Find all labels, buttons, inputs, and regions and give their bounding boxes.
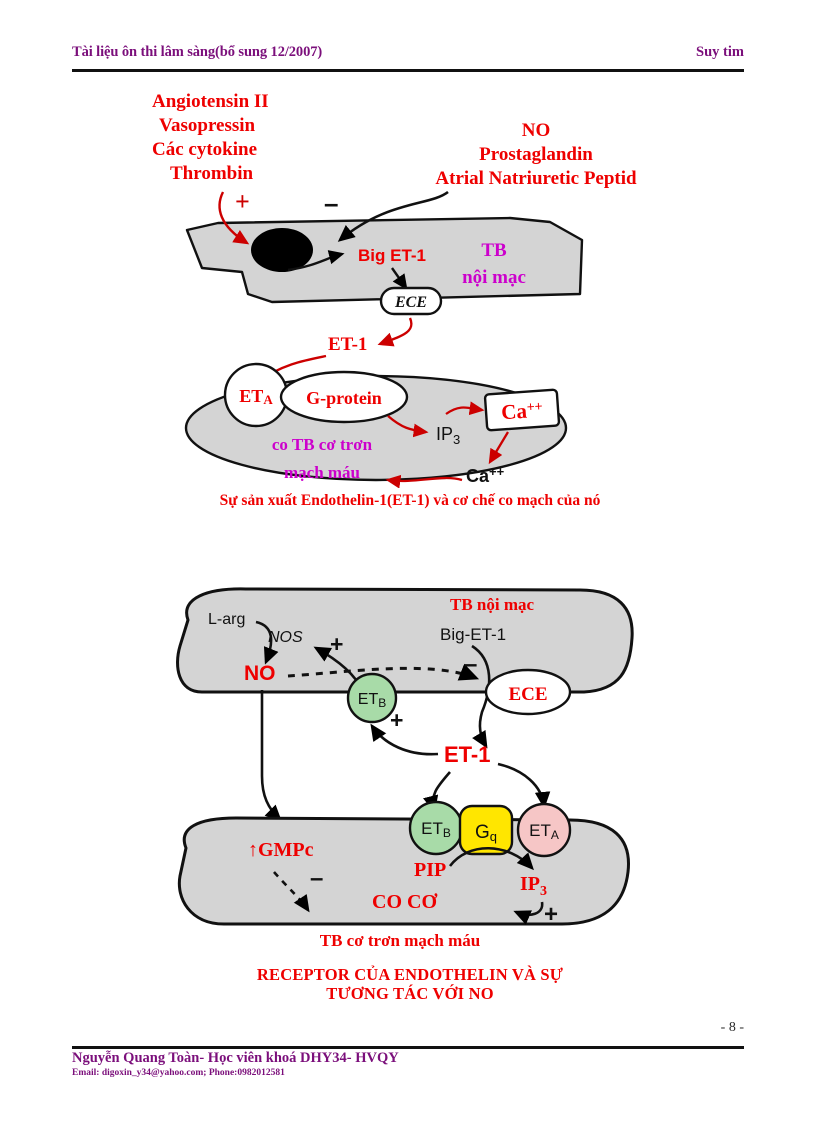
nos-label: NOS bbox=[268, 629, 303, 646]
big-et1-label-2: Big-ET-1 bbox=[440, 625, 506, 644]
bigET1-to-ece-arrow bbox=[391, 267, 408, 291]
footer-divider bbox=[72, 1046, 744, 1049]
minus-gmpc-sign: – bbox=[310, 865, 323, 892]
cytosolic-calcium-label: Ca++ bbox=[466, 464, 505, 486]
footer-author: Nguyễn Quang Toàn- Học viên khoá DHY34- … bbox=[72, 1050, 399, 1066]
endothelial-cell-label-2: TB nội mạc bbox=[450, 595, 535, 614]
inhibitor-no: NO bbox=[522, 120, 551, 141]
figure-endothelin-receptors: TB nội mạc L-arg NOS NO + – Big-ET-1 ECE bbox=[150, 580, 670, 1005]
stimulator-cytokines: Các cytokine bbox=[152, 139, 257, 160]
endothelial-cell-label: TB nội mạc bbox=[462, 240, 526, 288]
contraction-line2: mạch máu bbox=[284, 463, 360, 482]
g-protein-shape bbox=[279, 370, 409, 424]
header-title-left: Tài liệu ôn thi lâm sàng(bổ sung 12/2007… bbox=[72, 44, 323, 60]
smooth-muscle-contraction-label: co TB cơ trơn mạch máu bbox=[272, 435, 373, 482]
big-et1-label: Big ET-1 bbox=[358, 246, 426, 265]
ip3-label-figure2: IP3 bbox=[520, 873, 547, 899]
ca-store-to-cytosol-arrow bbox=[488, 431, 509, 465]
ece-enzyme-figure2: ECE bbox=[484, 668, 572, 716]
l-arg-label: L-arg bbox=[208, 611, 245, 628]
stimulator-angiotensin: Angiotensin II bbox=[152, 91, 269, 112]
header-title-right: Suy tim bbox=[696, 44, 744, 60]
page-number: - 8 - bbox=[720, 1020, 744, 1035]
calcium-store-box: Ca++ bbox=[483, 388, 561, 432]
inhibitory-arrow bbox=[337, 190, 449, 242]
endothelial-label-line2: nội mạc bbox=[462, 267, 526, 288]
ece-label-figure2: ECE bbox=[508, 684, 547, 705]
eta-receptor-label-2: ETA bbox=[529, 821, 559, 842]
header-divider bbox=[72, 69, 744, 72]
figure1-plus-sign: + bbox=[235, 187, 250, 216]
nucleus-to-bigET1-arrow bbox=[287, 250, 345, 272]
gprotein-to-ip3-arrow bbox=[387, 415, 429, 438]
no-inhibits-ece-dashed-line bbox=[287, 663, 480, 681]
figure1-minus-sign: – bbox=[324, 188, 338, 218]
contraction-line1: co TB cơ trơn bbox=[272, 435, 373, 454]
ip3-to-ca-arrow bbox=[445, 401, 485, 416]
ece-to-et1-arrow bbox=[377, 317, 413, 347]
et1-to-eta-arrow-2 bbox=[497, 762, 551, 809]
plus-ip3-sign: + bbox=[544, 901, 558, 928]
figure1-stimulator-list: Angiotensin II Vasopressin Các cytokine … bbox=[152, 91, 269, 184]
figure1-inhibitor-list: NO Prostaglandin Atrial Natriuretic Pept… bbox=[435, 120, 637, 189]
stimulator-thrombin: Thrombin bbox=[170, 163, 254, 184]
minus-ece-sign: – bbox=[464, 651, 477, 678]
plus-etb-sign: + bbox=[390, 707, 403, 733]
gq-protein: Gq bbox=[458, 804, 514, 856]
etb-receptor-upper-label: ETB bbox=[358, 691, 386, 710]
gmpc-inhibits-contraction-arrow bbox=[273, 871, 310, 913]
calcium-to-contraction-arrow bbox=[385, 474, 463, 488]
smooth-muscle-cell-label-2: TB cơ trơn mạch máu bbox=[320, 931, 481, 950]
etb-receptor-lower-label: ETB bbox=[421, 819, 451, 840]
et1-label-figure2: ET-1 bbox=[444, 742, 490, 767]
no-to-gmpc-arrow bbox=[260, 690, 283, 823]
gmpc-label: ↑GMPc bbox=[248, 839, 314, 861]
figure2-caption-line1: RECEPTOR CỦA ENDOTHELIN VÀ SỰ bbox=[256, 965, 564, 984]
et1-to-etb-upper-arrow bbox=[370, 723, 439, 756]
bigET1-to-et1-arrow bbox=[471, 644, 491, 749]
eta-receptor-label: ETA bbox=[239, 386, 273, 407]
ip3-stimulates-contraction-arrow bbox=[513, 901, 544, 925]
stimulator-vasopressin: Vasopressin bbox=[159, 115, 256, 136]
cell-nucleus bbox=[251, 228, 313, 272]
figure2-caption: RECEPTOR CỦA ENDOTHELIN VÀ SỰ TƯƠNG TÁC … bbox=[150, 965, 670, 1004]
no-label: NO bbox=[244, 662, 276, 685]
smooth-muscle-cell-shape-2 bbox=[177, 816, 630, 926]
contraction-label: CO CƠ bbox=[372, 891, 437, 913]
pip-to-ip3-arrow bbox=[448, 847, 534, 871]
endothelial-label-line1: TB bbox=[481, 240, 507, 261]
figure1-caption: Sự sản xuất Endothelin-1(ET-1) và cơ chế… bbox=[219, 492, 601, 509]
eta-receptor-circle-2 bbox=[516, 802, 572, 858]
endothelial-cell-shape-2 bbox=[176, 587, 634, 694]
calcium-store-label: Ca++ bbox=[500, 398, 543, 425]
inhibitor-anp: Atrial Natriuretic Peptid bbox=[435, 168, 637, 189]
figure-endothelin-production: Angiotensin II Vasopressin Các cytokine … bbox=[130, 88, 690, 538]
figure2-caption-line2: TƯƠNG TÁC VỚI NO bbox=[326, 984, 494, 1004]
ece-label-figure1: ECE bbox=[394, 294, 427, 311]
inhibitor-prostaglandin: Prostaglandin bbox=[479, 144, 593, 165]
page-header: Tài liệu ôn thi lâm sàng(bổ sung 12/2007… bbox=[72, 44, 744, 68]
ece-enzyme-figure1: ECE bbox=[379, 286, 443, 316]
et1-label-figure1: ET-1 bbox=[328, 334, 367, 355]
footer-contact: Email: digoxin_y34@yahoo.com; Phone:0982… bbox=[72, 1068, 285, 1078]
plus-nos-sign: + bbox=[330, 631, 343, 657]
etb-receptor-upper bbox=[346, 672, 398, 724]
stimulatory-arrow bbox=[218, 191, 250, 245]
ip3-label-figure1: IP3 bbox=[436, 424, 460, 447]
pip-label: PIP bbox=[414, 859, 446, 881]
gq-label: Gq bbox=[475, 822, 497, 844]
larg-to-no-arrow bbox=[255, 620, 279, 665]
g-protein-label: G-protein bbox=[306, 388, 382, 408]
